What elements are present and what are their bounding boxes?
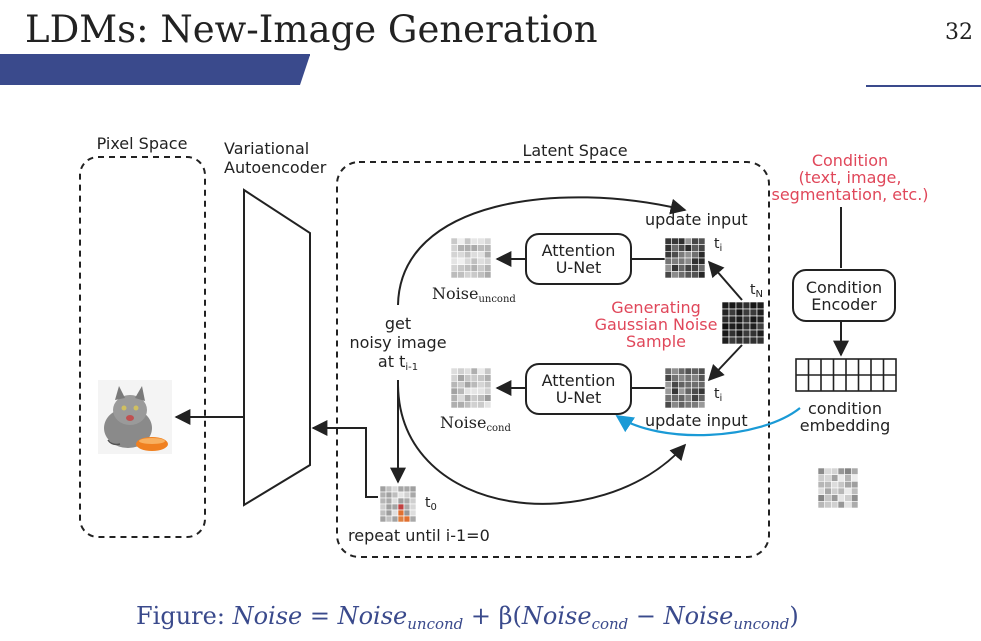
attention-unet-bottom: Attention U-Net [525,363,632,415]
gen-noise-line1: Generating [611,298,701,317]
caption-noise2: Noise [521,602,592,630]
update-input-top: update input [645,210,748,229]
repeat-label: repeat until i-1=0 [348,526,490,545]
noise-grid-ti-top [664,237,706,279]
vae-label-line1: Variational [224,139,310,158]
arrow-latent-to-vae [311,420,378,498]
arrow-embedding-to-unet [615,407,801,437]
gen-noise-line2: Gaussian Noise [594,315,718,334]
noise-cond-main: Noise [440,413,487,432]
condition-line2: (text, image, [798,168,902,187]
condition-encoder-line1: Condition [805,277,883,297]
noise-grid-cond [450,367,492,409]
noise-grid-uncond [450,237,492,279]
caption-noise: Noise [232,602,303,630]
attention-unet-bottom-line2: U-Net [555,388,602,407]
t-i-top-label: ti [714,236,722,254]
t-i-bottom-main: t [714,386,720,402]
caption-equals: = [309,602,330,630]
noise-cond-label: Noisecond [440,413,511,434]
condition-embedding-line1: condition [808,399,882,418]
caption-prefix: Figure: [136,602,225,630]
latent-space-label: Latent Space [522,141,628,160]
t-i-top-main: t [714,236,720,252]
t-n-main: t [750,282,756,298]
get-noisy-line2: noisy image [349,333,447,352]
caption-minus: − [635,602,657,630]
noise-uncond-label: Noiseuncond [432,284,516,305]
noise-grid-t0 [379,485,417,523]
t-0-label: t0 [425,495,437,513]
attention-unet-top-line2: U-Net [555,258,602,277]
t-i-bottom-label: ti [714,386,722,404]
slide-title: LDMs: New-Image Generation [25,8,598,51]
noise-uncond-sub: uncond [478,294,516,305]
condition-embedding-grid [795,358,897,392]
noise-grid-ti-bottom [664,367,706,409]
attention-unet-bottom-line1: Attention [541,371,616,390]
t-i-bottom-sub: i [719,393,723,404]
gen-noise-label: Generating Gaussian Noise Sample [595,299,718,350]
figure-caption: Figure: Noise = Noiseuncond + β(Noisecon… [136,602,799,633]
condition-encoder-box: Condition Encoder [792,269,896,322]
caption-noise1: Noise [337,602,408,630]
condition-embedding-label: condition embedding [800,400,890,434]
caption-noise3: Noise [663,602,734,630]
loop-arc-top [397,196,687,306]
t-0-main: t [425,495,431,511]
caption-plus-beta: + β( [470,602,522,630]
vae-label: Variational Autoencoder [224,139,326,177]
t-0-sub: 0 [430,502,437,513]
t-n-label: tN [750,282,763,300]
page-number: 32 [945,20,973,45]
t-i-top-sub: i [719,243,723,254]
gen-noise-line3: Sample [626,332,686,351]
arrow-tn-to-ti-bottom [707,344,743,382]
get-noisy-line3: at ti-1 [349,352,446,377]
noise-grid-tn [721,301,765,345]
noise-grid-standalone [817,467,859,509]
get-noisy-line3-sub: i-1 [405,362,419,373]
title-bar-stripe [0,55,310,85]
pixel-space-label: Pixel Space [96,134,188,153]
condition-embedding-line2: embedding [799,416,891,435]
caption-uncond1: uncond [407,615,464,633]
attention-unet-top: Attention U-Net [525,233,632,285]
condition-encoder-line2: Encoder [811,294,877,314]
vae-label-line2: Autoencoder [224,158,327,177]
noise-cond-sub: cond [486,423,511,434]
get-noisy-line1: get [384,314,412,333]
update-input-bottom: update input [645,411,748,430]
condition-label: Condition (text, image, segmentation, et… [771,152,928,203]
condition-line3: segmentation, etc.) [771,185,929,204]
pixel-space-box [79,156,206,538]
noise-uncond-main: Noise [432,284,479,303]
attention-unet-top-line1: Attention [541,241,616,260]
vae-trapezoid [243,188,311,507]
condition-line1: Condition [811,151,889,170]
caption-uncond2: uncond [733,615,790,633]
loop-arc-bottom [397,384,687,505]
caption-close: ) [789,602,799,630]
caption-cond: cond [591,615,629,633]
t-n-sub: N [755,289,763,300]
cat-image [98,380,172,454]
get-noisy-line3-prefix: at t [377,352,406,371]
get-noisy-label: get noisy image at ti-1 [349,314,446,377]
latent-space-box [336,161,770,558]
arrow-tn-to-ti-top [707,260,743,301]
